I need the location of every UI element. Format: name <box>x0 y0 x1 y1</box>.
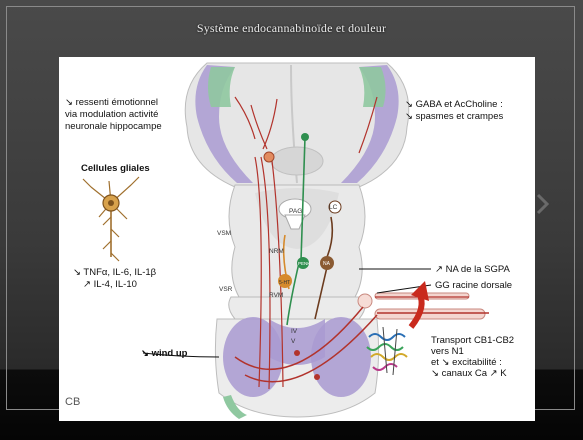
label-vsr: VSR <box>219 286 233 293</box>
glial-cell-illustration <box>83 177 139 261</box>
slide-title: Système endocannabinoïde et douleur <box>0 21 583 36</box>
label-nrm: NRM <box>269 248 284 255</box>
glial-title: Cellules gliales <box>81 163 150 174</box>
gg-text: GG racine dorsale <box>435 280 512 291</box>
label-iv: IV <box>291 328 298 335</box>
figure-panel: VSM VSR PAG LC NRM RVM 5-HT PENK NA IV V… <box>59 57 535 421</box>
cytokines-text: ↘ TNFα, IL-6, IL-1β ↗ IL-4, IL-10 <box>73 267 159 290</box>
label-pag: PAG <box>289 208 302 215</box>
brainstem <box>229 185 366 319</box>
na-sgpa-text: ↗ NA de la SGPA <box>435 264 511 275</box>
receptor-molecule-illustration <box>367 327 407 375</box>
windup-label: ↘ wind up <box>141 348 188 359</box>
label-v: V <box>291 338 296 345</box>
label-na-node: NA <box>323 261 331 267</box>
next-slide-chevron-icon[interactable] <box>536 193 550 215</box>
brain-section <box>185 63 409 187</box>
cb-logo: CB <box>65 396 80 408</box>
gaba-text: ↘ GABA et AcCholine : ↘ spasmes et cramp… <box>405 99 505 122</box>
label-penk: PENK <box>298 261 310 266</box>
transport-text: Transport CB1-CB2 vers N1 et ↘ excitabil… <box>431 335 517 379</box>
emotion-text: ↘ ressenti émotionnel via modulation act… <box>65 97 162 132</box>
label-vsm: VSM <box>217 230 231 237</box>
label-5ht: 5-HT <box>279 280 290 286</box>
label-rvm: RVM <box>269 292 283 299</box>
figure-diagram: VSM VSR PAG LC NRM RVM 5-HT PENK NA IV V… <box>59 57 535 421</box>
label-lc: LC <box>329 204 338 211</box>
